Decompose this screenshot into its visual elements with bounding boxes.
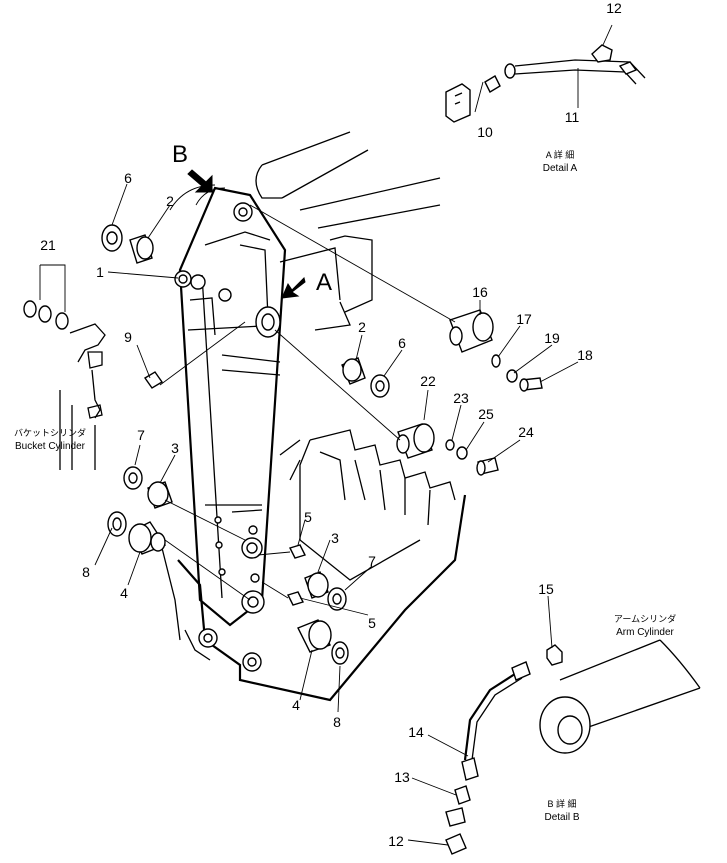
callout-24: 24: [518, 424, 534, 440]
part-8-left: [107, 511, 127, 537]
callout-20: 19: [544, 330, 560, 346]
detail-a-caption-jp: A 詳 細: [546, 149, 575, 160]
callout-4b: 4: [292, 697, 300, 713]
arm-cylinder-label-en: Arm Cylinder: [616, 627, 674, 638]
part-6-upper: [101, 224, 123, 252]
callout-12: 12: [606, 0, 622, 16]
leader-lines: [39, 24, 613, 846]
part-2-upper: [129, 234, 154, 264]
part-9-grease-fitting: [143, 371, 164, 389]
part-21-washers: [23, 300, 69, 330]
callout-7: 7: [137, 427, 145, 443]
callout-6: 6: [124, 170, 132, 186]
arm-cylinder-label-jp: アームシリンダ: [614, 613, 676, 624]
part-7-right: [327, 587, 347, 611]
callout-1: 1: [96, 264, 104, 280]
callout-8b: 8: [333, 714, 341, 730]
callout-10: 10: [477, 124, 493, 140]
arrow-b: [187, 169, 213, 193]
callout-15: 14: [408, 724, 424, 740]
callout-19: 18: [577, 347, 593, 363]
callout-6b: 6: [398, 335, 406, 351]
detail-b-caption-en: Detail B: [544, 812, 579, 823]
arrow-a: [281, 277, 306, 299]
boom-structure: [255, 131, 441, 331]
part-5-fittings: [287, 544, 306, 606]
part-3-left: [147, 481, 173, 509]
callout-22: 22: [420, 373, 436, 389]
detail-b-caption-jp: B 詳 細: [547, 798, 576, 809]
callout-11: 11: [565, 109, 580, 125]
detail-a-assembly: [445, 44, 646, 123]
pin-1-upper: [255, 306, 281, 338]
arm-body: [169, 184, 287, 627]
bucket-cylinder-label-en: Bucket Cylinder: [15, 441, 86, 452]
callout-3b: 3: [331, 530, 339, 546]
part-4-left: [128, 521, 167, 555]
callout-5: 5: [304, 509, 312, 525]
part-7-left: [123, 466, 143, 490]
part-3-right: [304, 571, 329, 599]
callout-labels: 6 2 1 21 9 7 3 8 4 10 11 12 16 17 19 18 …: [40, 0, 622, 849]
callout-8: 8: [82, 564, 90, 580]
callout-2: 2: [166, 193, 174, 209]
view-letter-a: A: [316, 269, 332, 296]
view-letter-b: B: [172, 141, 188, 168]
callout-25: 25: [478, 406, 494, 422]
callout-2b: 2: [358, 319, 366, 335]
callout-23: 23: [453, 390, 469, 406]
bucket-cylinder-label-jp: バケットシリンダ: [14, 427, 86, 438]
callout-13: 12: [388, 833, 404, 849]
part-23-25-24: [445, 439, 499, 476]
callout-7b: 7: [368, 553, 376, 569]
detail-b-assembly: [445, 639, 701, 855]
callout-18: 17: [516, 311, 532, 327]
callout-3: 3: [171, 440, 179, 456]
callout-4: 4: [120, 585, 128, 601]
callout-5b: 5: [368, 615, 376, 631]
part-6-right: [370, 374, 390, 398]
part-2-right: [341, 357, 366, 385]
part-22-pin: [396, 423, 435, 459]
callout-21: 21: [40, 237, 56, 253]
part-18-20-19: [491, 354, 543, 392]
bucket-cylinder-link: [59, 323, 106, 470]
detail-a-caption-en: Detail A: [543, 163, 578, 174]
part-17-pin: [449, 309, 494, 353]
part-4-right: [297, 619, 332, 653]
callout-9: 9: [124, 329, 132, 345]
callout-17: 16: [472, 284, 488, 300]
callout-14: 13: [394, 769, 410, 785]
callout-16: 15: [538, 581, 554, 597]
part-8-right: [331, 641, 349, 665]
bucket: [159, 429, 467, 702]
